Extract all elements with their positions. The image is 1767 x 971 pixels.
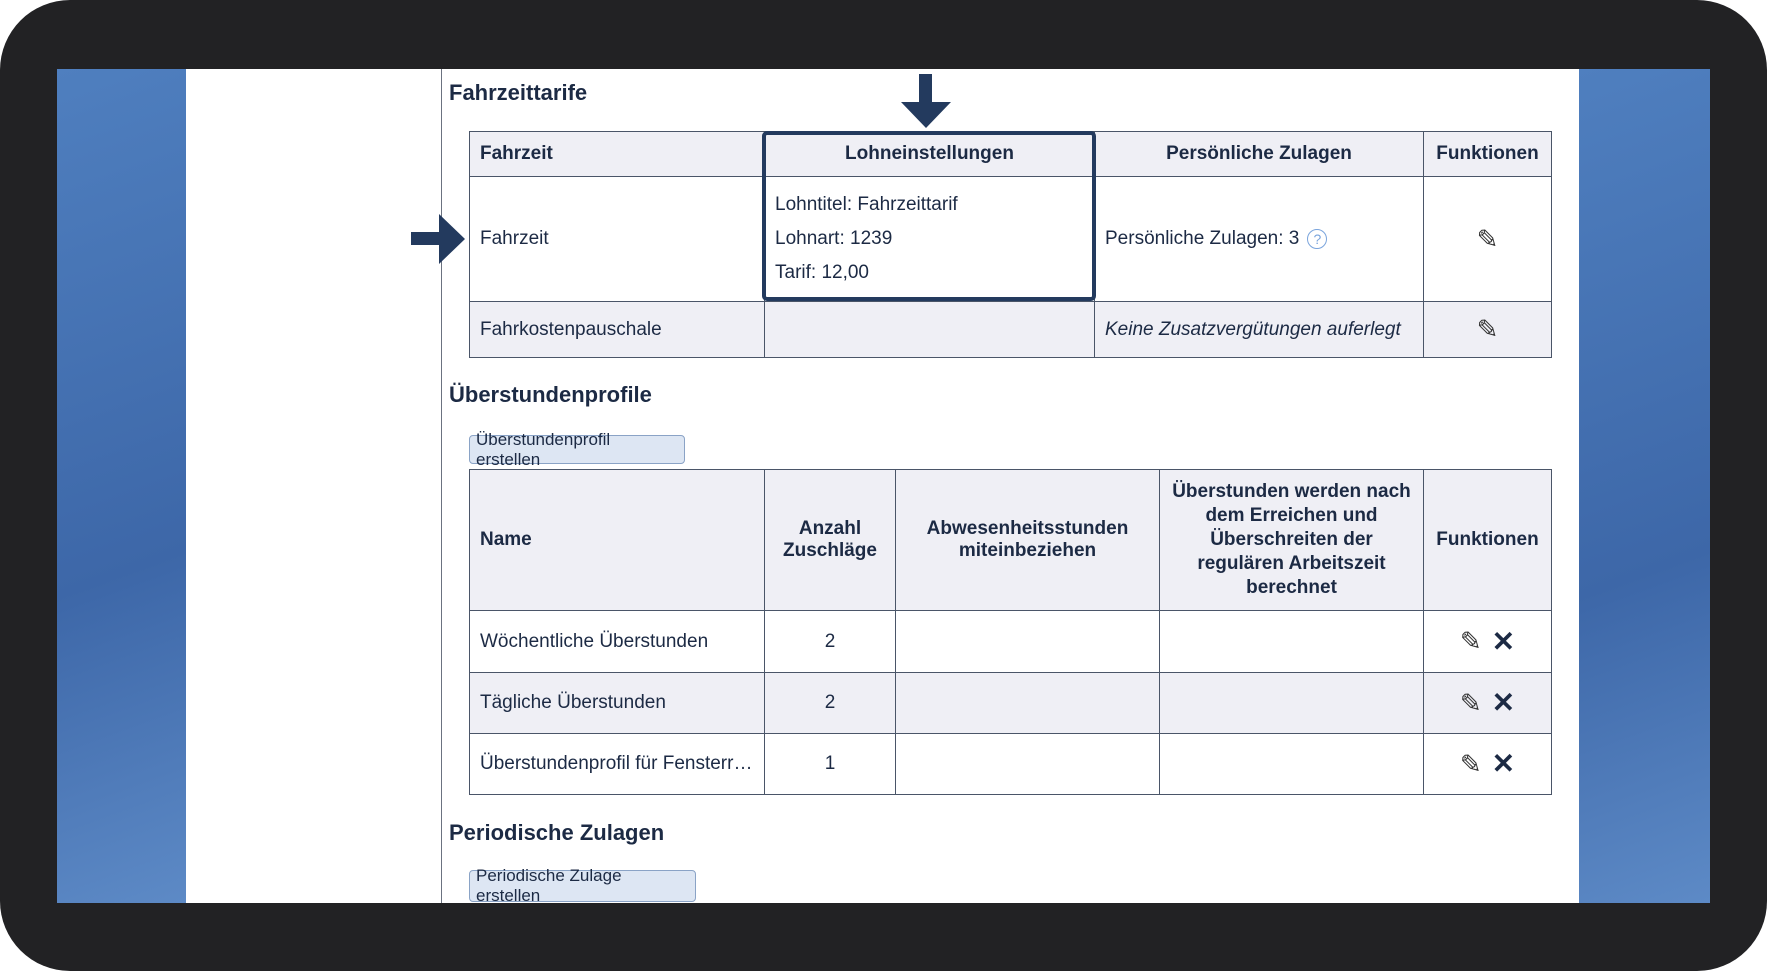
wage-settings: Lohntitel: Fahrzeittarif Lohnart: 1239 T… (764, 176, 1095, 302)
profile-name: Überstundenprofil für Fensterr… (469, 733, 765, 795)
content-divider (441, 69, 442, 903)
edit-icon[interactable]: ✎ (1459, 748, 1482, 779)
column-header: Lohneinstellungen (764, 131, 1095, 177)
column-header: Abwesenheitsstunden miteinbeziehen (895, 469, 1160, 611)
column-header: Persönliche Zulagen (1094, 131, 1424, 177)
section-title-periodic: Periodische Zulagen (449, 820, 665, 845)
wage-settings (764, 301, 1095, 358)
table-row: Überstundenprofil für Fensterr… 1 ✎ ✕ (469, 733, 1552, 795)
arrow-down-icon (901, 74, 951, 128)
profile-name: Tägliche Überstunden (469, 672, 765, 734)
travel-name: Fahrzeit (469, 176, 765, 302)
column-header: Anzahl Zuschläge (764, 469, 896, 611)
table-row: Tägliche Überstunden 2 ✎ ✕ (469, 672, 1552, 734)
edit-icon[interactable]: ✎ (1459, 687, 1482, 718)
surcharge-count: 1 (764, 733, 896, 795)
desktop-background-right (1579, 69, 1710, 903)
create-overtime-profile-button[interactable]: Überstundenprofil erstellen (469, 430, 685, 469)
wage-type: Lohnart: 1239 (775, 228, 893, 249)
personal-allowances: Keine Zusatzvergütungen auferlegt (1094, 301, 1424, 358)
desktop-background-left (57, 69, 186, 903)
wage-rate: Tarif: 12,00 (775, 262, 869, 283)
surcharge-count: 2 (764, 672, 896, 734)
column-header: Fahrzeit (469, 131, 765, 177)
allowances-text: Persönliche Zulagen: 3 (1105, 228, 1300, 249)
table-row: Fahrzeit Lohntitel: Fahrzeittarif Lohnar… (469, 176, 1552, 302)
section-title-overtime: Überstundenprofile (449, 382, 652, 407)
overtime-table: Name Anzahl Zuschläge Abwesenheitsstunde… (469, 469, 1552, 795)
profile-name: Wöchentliche Überstunden (469, 610, 765, 673)
section-title-travel: Fahrzeittarife (449, 80, 588, 105)
edit-icon[interactable]: ✎ (1476, 223, 1499, 254)
wage-title: Lohntitel: Fahrzeittarif (775, 194, 958, 215)
delete-icon[interactable]: ✕ (1491, 625, 1516, 657)
table-row: Fahrkostenpauschale Keine Zusatzvergütun… (469, 301, 1552, 358)
edit-icon[interactable]: ✎ (1476, 314, 1499, 344)
travel-table: Fahrzeit Lohneinstellungen Persönliche Z… (469, 131, 1552, 358)
column-header: Funktionen (1423, 469, 1552, 611)
delete-icon[interactable]: ✕ (1491, 687, 1516, 718)
personal-allowances: Persönliche Zulagen: 3? (1094, 176, 1424, 302)
surcharge-count: 2 (764, 610, 896, 673)
column-header: Überstunden werden nach dem Erreichen un… (1159, 469, 1424, 611)
help-icon[interactable]: ? (1307, 228, 1328, 249)
delete-icon[interactable]: ✕ (1491, 748, 1516, 779)
table-row: Wöchentliche Überstunden 2 ✎ ✕ (469, 610, 1552, 673)
edit-icon[interactable]: ✎ (1459, 626, 1482, 656)
column-header: Name (469, 469, 765, 611)
travel-name: Fahrkostenpauschale (469, 301, 765, 358)
column-header: Funktionen (1423, 131, 1552, 177)
arrow-right-icon (411, 214, 465, 264)
create-periodic-allowance-button[interactable]: Periodische Zulage erstellen (469, 866, 696, 905)
